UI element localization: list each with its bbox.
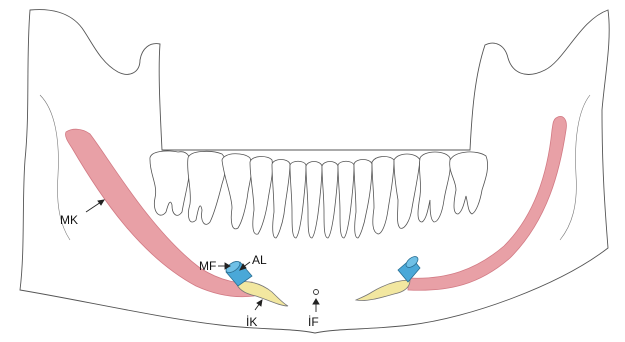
label-al: AL [252, 253, 267, 267]
label-mf: MF [199, 259, 216, 273]
label-if: İF [308, 315, 319, 329]
label-ik: İK [246, 315, 257, 329]
right-incisive-canal [356, 280, 410, 301]
lingual-foramen-dot [314, 290, 319, 295]
right-ramus-line [560, 95, 590, 240]
label-mk: MK [60, 213, 78, 227]
teeth-row [150, 151, 488, 238]
